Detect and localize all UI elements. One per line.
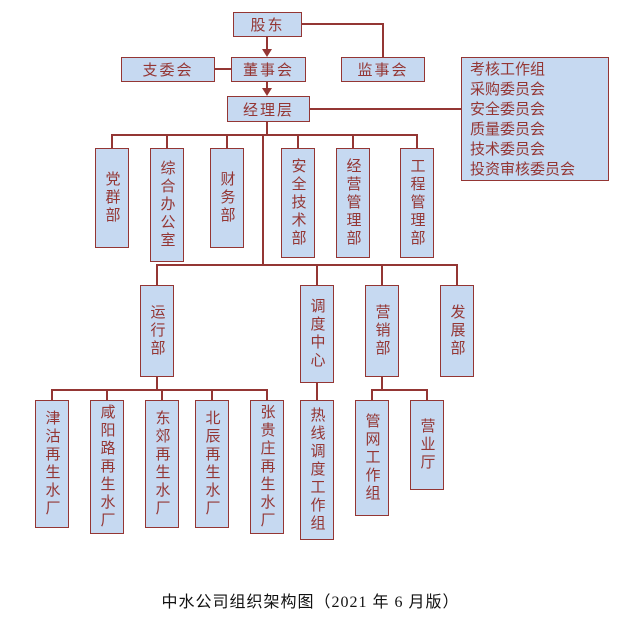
node-branch-committee: 支委会: [121, 57, 215, 82]
committee-item-quality: 质量委员会: [470, 122, 546, 138]
connector-line: [161, 389, 163, 400]
connector-line: [226, 134, 228, 148]
committee-item-assessment: 考核工作组: [470, 62, 546, 78]
plant-beichen: 北辰再生水厂: [195, 400, 229, 528]
group-pipe-network: 管网工作组: [355, 400, 389, 516]
node-shareholders: 股东: [233, 12, 302, 37]
business-hall: 营业厅: [410, 400, 444, 490]
dept-development: 发展部: [440, 285, 474, 377]
connector-line: [266, 122, 268, 135]
connector-line: [416, 134, 418, 148]
plant-zhangguizhuang: 张贵庄再生水厂: [250, 400, 284, 534]
dept-general-office: 综合办公室: [150, 148, 184, 262]
connector-line: [266, 389, 268, 400]
plant-xianyang-road: 咸阳路再生水厂: [90, 400, 124, 534]
connector-line: [297, 134, 299, 148]
dept-finance: 财务部: [210, 148, 244, 248]
dept-marketing: 营销部: [365, 285, 399, 377]
connector-line: [156, 377, 158, 390]
node-management: 经理层: [227, 96, 310, 122]
connector-line: [371, 389, 373, 400]
node-board-of-directors: 董事会: [231, 57, 306, 82]
group-hotline-dispatch: 热线调度工作组: [300, 400, 334, 540]
connector-line: [262, 134, 264, 266]
connector-line: [371, 389, 428, 391]
connector-line: [302, 23, 384, 25]
dept-party-masses: 党群部: [95, 148, 129, 248]
connector-line: [211, 389, 213, 400]
connector-line: [381, 264, 383, 285]
dept-safety-technology: 安全技术部: [281, 148, 315, 258]
connector-line: [166, 134, 168, 148]
connector-line: [310, 108, 461, 110]
connector-line: [156, 264, 158, 285]
connector-line: [316, 383, 318, 400]
dept-dispatch-center: 调度中心: [300, 285, 334, 383]
connector-line: [156, 264, 458, 266]
committee-item-technology: 技术委员会: [470, 142, 546, 158]
dept-operations: 运行部: [140, 285, 174, 377]
committee-item-procurement: 采购委员会: [470, 82, 546, 98]
plant-dongjiao: 东郊再生水厂: [145, 400, 179, 528]
connector-line: [352, 134, 354, 148]
caption: 中水公司组织架构图（2021 年 6 月版）: [161, 594, 460, 611]
connector-line: [106, 389, 108, 400]
connector-line: [51, 389, 53, 400]
connector-line: [215, 68, 231, 70]
connector-line: [316, 264, 318, 285]
connector-line: [426, 389, 428, 400]
connector-line: [266, 37, 268, 50]
dept-engineering-management: 工程管理部: [400, 148, 434, 258]
committee-item-safety: 安全委员会: [470, 102, 546, 118]
committee-panel: 考核工作组 采购委员会 安全委员会 质量委员会 技术委员会 投资审核委员会: [461, 57, 609, 181]
plant-jingu: 津沽再生水厂: [35, 400, 69, 528]
connector-line: [111, 134, 113, 148]
node-supervisory-board: 监事会: [341, 57, 425, 82]
connector-line: [51, 389, 268, 391]
arrowhead-down-icon: [262, 49, 272, 57]
dept-business-management: 经营管理部: [336, 148, 370, 258]
committee-item-investment-review: 投资审核委员会: [470, 162, 576, 178]
connector-line: [382, 23, 384, 57]
arrowhead-down-icon: [262, 88, 272, 96]
connector-line: [111, 134, 418, 136]
connector-line: [456, 264, 458, 285]
connector-line: [266, 82, 268, 89]
connector-line: [381, 377, 383, 390]
